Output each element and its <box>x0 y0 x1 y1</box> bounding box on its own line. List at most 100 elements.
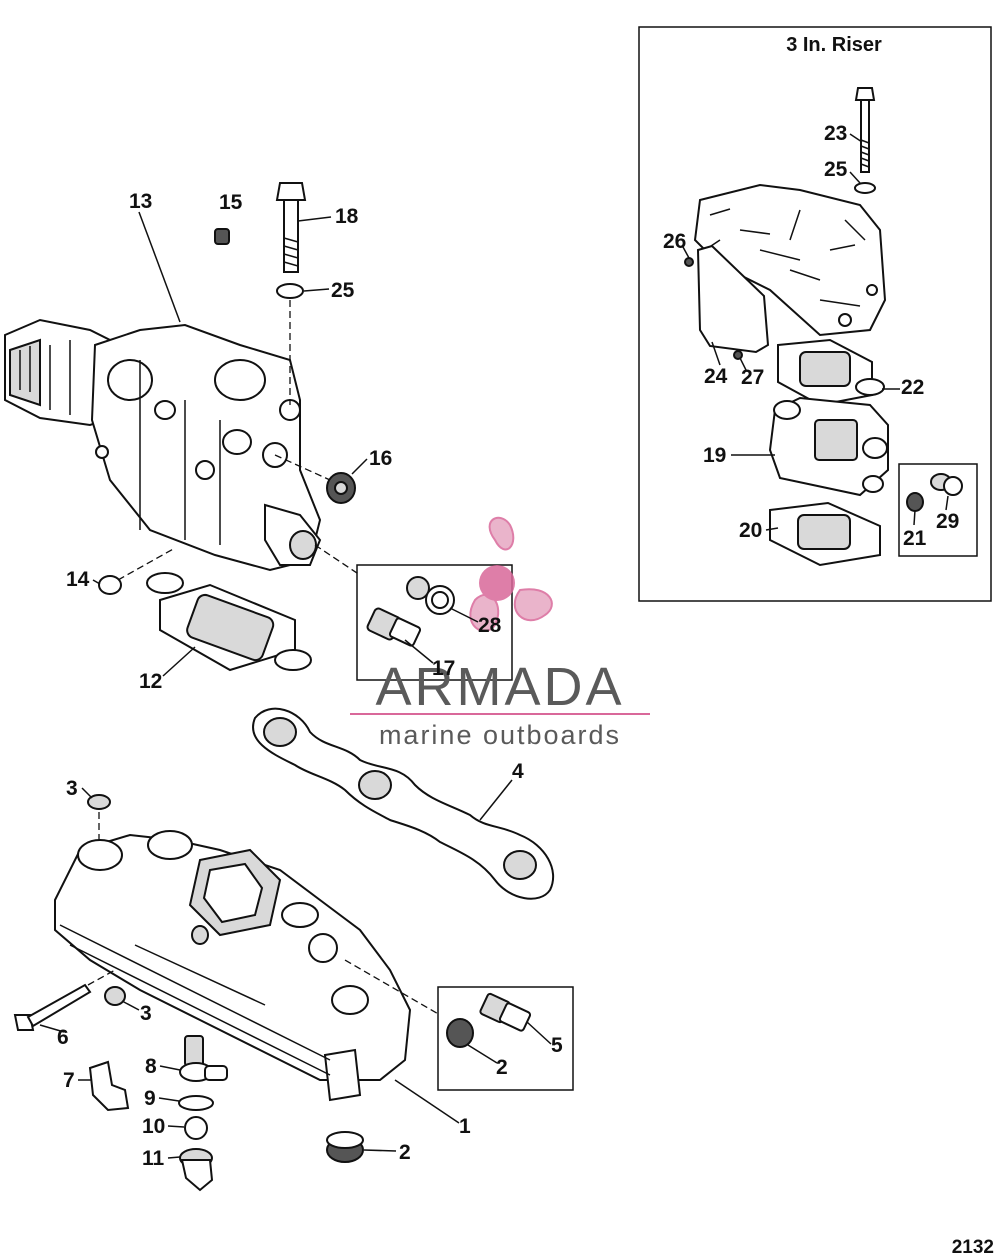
callout-25b: 25 <box>824 158 848 181</box>
leader-18 <box>297 216 332 222</box>
leader-5 <box>526 1021 552 1045</box>
callout-1: 1 <box>459 1115 471 1138</box>
riser-inset-frame <box>638 26 992 602</box>
callout-29: 29 <box>936 510 959 533</box>
watermark-brand: ARMADA <box>375 657 624 717</box>
callout-19: 19 <box>703 444 726 467</box>
leader-14 <box>92 579 101 585</box>
plug-3-bottom <box>104 986 126 1006</box>
gasket-port-3 <box>503 850 537 880</box>
plug16-alignment-line <box>274 454 331 481</box>
fitting-28 <box>406 576 455 615</box>
callout-6: 6 <box>57 1026 69 1049</box>
leader-20 <box>765 527 779 531</box>
elbow-bolt <box>275 182 307 273</box>
o-ring-9 <box>178 1095 214 1111</box>
fitting-alignment-line <box>314 544 361 576</box>
elbow-fitting-7 <box>88 1060 130 1112</box>
callout-3a: 3 <box>66 777 78 800</box>
elbow-fittings-box <box>356 564 513 681</box>
leader-13 <box>138 211 181 323</box>
bolt6-alignment-line <box>87 969 116 986</box>
check-ball-10 <box>184 1116 208 1140</box>
pipe-plug-21 <box>906 492 924 512</box>
gasket-port-2 <box>358 770 392 800</box>
riser-body <box>768 396 889 497</box>
leader-27 <box>739 357 747 371</box>
pipe-plug-16 <box>326 472 356 504</box>
callout-9: 9 <box>144 1087 156 1110</box>
leader-1 <box>394 1079 460 1124</box>
elbow-gasket <box>146 572 312 672</box>
plug-14 <box>98 575 122 595</box>
figure-number: 2132 <box>952 1237 994 1258</box>
leader-26 <box>682 246 690 259</box>
cover-plate <box>696 244 770 354</box>
exhaust-elbow <box>4 318 322 572</box>
riser-bottom-gasket <box>769 501 881 567</box>
callout-8: 8 <box>145 1055 157 1078</box>
leader-16 <box>351 458 368 475</box>
leader-8 <box>159 1065 181 1071</box>
callout-24: 24 <box>704 365 728 388</box>
leader-2b <box>363 1149 397 1152</box>
leader-10 <box>167 1125 185 1128</box>
leader-3b <box>121 1000 140 1011</box>
pipe-plug-15 <box>214 228 230 245</box>
leader-28 <box>449 607 479 623</box>
riser-top-gasket <box>777 338 885 407</box>
fitting-17 <box>366 607 422 647</box>
leader-23 <box>849 133 863 143</box>
leader-4 <box>479 779 513 821</box>
callout-22: 22 <box>901 376 924 399</box>
callout-25a: 25 <box>331 279 355 302</box>
leader-17 <box>404 639 434 664</box>
callout-13: 13 <box>129 190 152 213</box>
callout-20: 20 <box>739 519 762 542</box>
callout-2b: 2 <box>399 1141 411 1164</box>
manifold-fittings-box <box>437 986 574 1091</box>
leader-29 <box>945 495 949 511</box>
exhaust-manifold <box>54 830 412 1102</box>
leader-21 <box>913 509 916 526</box>
riser-bolt <box>854 87 876 173</box>
elbow-washer <box>276 283 304 299</box>
callout-28: 28 <box>478 614 502 637</box>
riser-washer <box>854 182 876 194</box>
callout-18: 18 <box>335 205 359 228</box>
callout-27: 27 <box>741 366 764 389</box>
fitting-29 <box>930 473 963 496</box>
leader-25a <box>303 288 330 292</box>
callout-10: 10 <box>142 1115 165 1138</box>
riser-fittings-box <box>898 463 978 557</box>
leader-9 <box>158 1097 180 1102</box>
callout-23: 23 <box>824 122 847 145</box>
fitting-5 <box>479 992 532 1032</box>
leader-24 <box>711 341 721 366</box>
pipe-plug-2-box <box>446 1018 474 1048</box>
leader-12 <box>162 646 196 677</box>
callout-7: 7 <box>63 1069 75 1092</box>
callout-4: 4 <box>512 760 524 783</box>
callout-2a: 2 <box>496 1056 508 1079</box>
leader-3a <box>81 787 93 799</box>
leader-25b <box>849 171 861 184</box>
pipe-plug-2 <box>326 1131 364 1163</box>
inset-title: 3 In. Riser <box>786 34 882 56</box>
leader-6 <box>39 1024 65 1033</box>
screw-27 <box>733 350 743 360</box>
tee-fitting-8 <box>179 1035 228 1082</box>
callout-5: 5 <box>551 1034 563 1057</box>
callout-17: 17 <box>432 657 455 680</box>
leader-11 <box>167 1156 181 1159</box>
leader-2a <box>467 1044 498 1064</box>
callout-15: 15 <box>219 191 243 214</box>
screw-26 <box>684 257 694 267</box>
callout-26: 26 <box>663 230 686 253</box>
callout-21: 21 <box>903 527 927 550</box>
manifold-fitting-alignment <box>344 959 441 1016</box>
manifold-gasket <box>252 707 555 900</box>
gasket-port-1 <box>263 717 297 747</box>
